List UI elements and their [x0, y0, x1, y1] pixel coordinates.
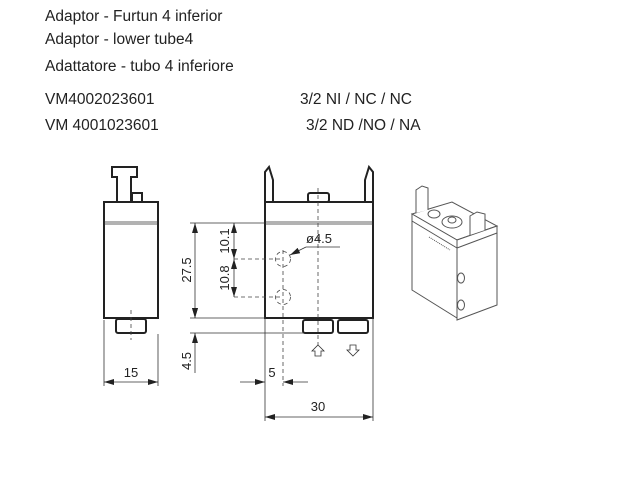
title-english: Adaptor - lower tube4: [45, 31, 194, 48]
model-function-2: 3/2 ND /NO / NA: [306, 117, 421, 134]
dim-hole-diameter: ø4.5: [306, 231, 332, 246]
dim-bottom-offset: 4.5: [179, 352, 194, 370]
front-view: 27.5 10.1 10.8 4.5 ø4.5 5 30: [179, 164, 374, 421]
inlet-arrow-icon: [311, 344, 325, 357]
side-view: 15: [103, 166, 159, 386]
dim-height-total: 27.5: [179, 257, 194, 282]
dim-spacing-holes: 10.8: [217, 265, 232, 290]
dim-width-side: 15: [124, 365, 138, 380]
title-italian: Adattatore - tubo 4 inferiore: [45, 58, 234, 75]
dim-hole-offset: 5: [268, 365, 275, 380]
outlet-arrow-icon: [346, 344, 360, 357]
isometric-view: [410, 185, 499, 321]
dim-width-front: 30: [311, 399, 325, 414]
title-romanian: Adaptor - Furtun 4 inferior: [45, 8, 223, 25]
dim-spacing-top: 10.1: [217, 228, 232, 253]
model-code-1: VM4002023601: [45, 91, 155, 108]
model-function-1: 3/2 NI / NC / NC: [300, 91, 412, 108]
model-code-2: VM 4001023601: [45, 117, 159, 134]
